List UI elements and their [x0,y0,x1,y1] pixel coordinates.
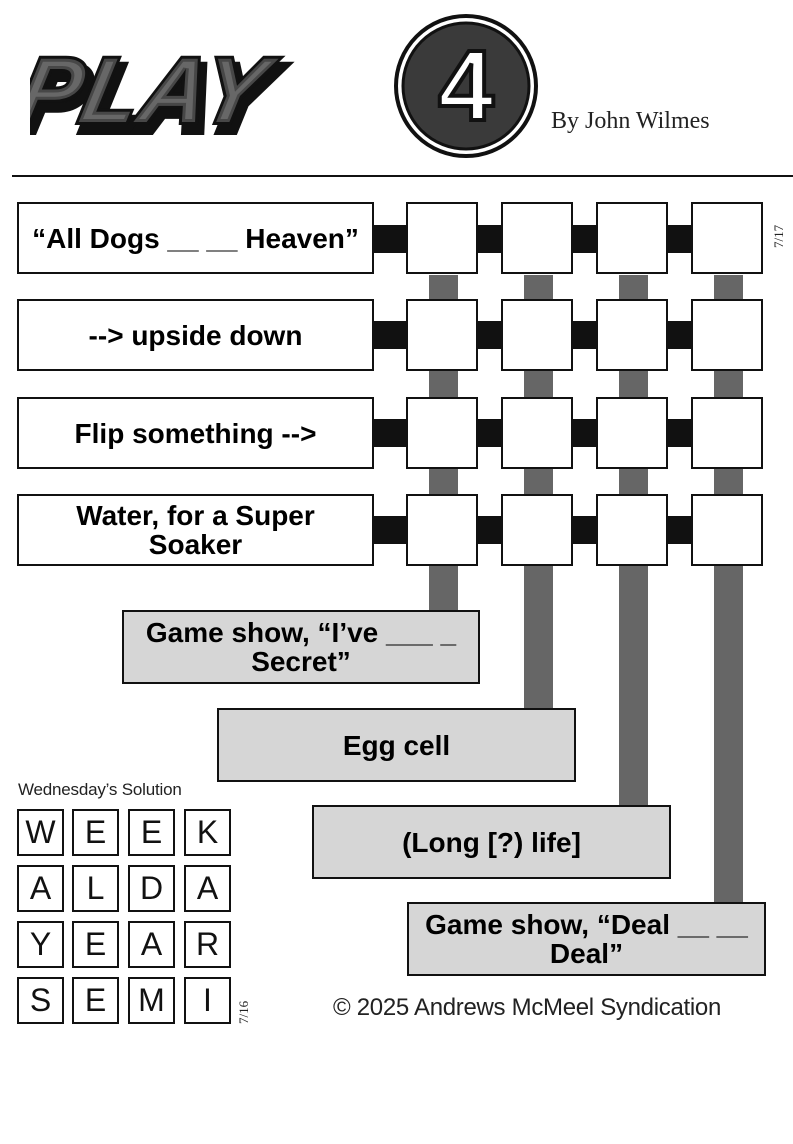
byline: By John Wilmes [551,108,710,134]
down-path-4 [714,275,743,905]
grid-cell-r1c2[interactable] [501,202,573,274]
grid-cell-r4c3[interactable] [596,494,668,566]
svg-text:PLAY: PLAY [30,39,284,142]
solution-cell: E [128,809,175,856]
solution-cell: M [128,977,175,1024]
grid-cell-r3c3[interactable] [596,397,668,469]
grid-cell-r2c2[interactable] [501,299,573,371]
down-clue-2: Egg cell [217,708,576,782]
grid-cell-r1c4[interactable] [691,202,763,274]
down-clue-1: Game show, “I’ve ___ _ Secret” [122,610,480,684]
svg-text:PLAY: PLAY [30,47,288,150]
svg-text:PLAY: PLAY [30,39,284,142]
solution-cell: Y [17,921,64,968]
solution-cell: W [17,809,64,856]
svg-text:4: 4 [438,30,494,142]
solution-cell: R [184,921,231,968]
grid-cell-r4c1[interactable] [406,494,478,566]
solution-cell: I [184,977,231,1024]
grid-cell-r1c1[interactable] [406,202,478,274]
grid-cell-r2c1[interactable] [406,299,478,371]
across-clue-1: “All Dogs __ __ Heaven” [17,202,374,274]
grid-cell-r3c1[interactable] [406,397,478,469]
grid-cell-r4c2[interactable] [501,494,573,566]
solution-cell: L [72,865,119,912]
header-divider [12,175,793,177]
grid-cell-r3c4[interactable] [691,397,763,469]
grid-cell-r2c4[interactable] [691,299,763,371]
solution-cell: A [128,921,175,968]
solution-title: Wednesday’s Solution [18,780,182,799]
down-clue-3: (Long [?) life] [312,805,671,879]
across-clue-3: Flip something --> [17,397,374,469]
solution-cell: E [72,977,119,1024]
down-clue-4: Game show, “Deal __ __ Deal” [407,902,766,976]
solution-date: 7/16 [236,1000,251,1024]
grid-cell-r4c4[interactable] [691,494,763,566]
solution-cell: S [17,977,64,1024]
solution-cell: A [184,865,231,912]
solution-cell: A [17,865,64,912]
grid-cell-r2c3[interactable] [596,299,668,371]
solution-cell: K [184,809,231,856]
copyright-notice: © 2025 Andrews McMeel Syndication [333,994,721,1021]
grid-cell-r1c3[interactable] [596,202,668,274]
puzzle-date: 7/17 [771,224,786,248]
across-clue-2: --> upside down [17,299,374,371]
solution-cell: E [72,809,119,856]
grid-cell-r3c2[interactable] [501,397,573,469]
across-clue-4: Water, for a Super Soaker [17,494,374,566]
solution-cell: D [128,865,175,912]
play4-logo: PLAY PLAY PLAY 4 [7,8,540,158]
solution-cell: E [72,921,119,968]
